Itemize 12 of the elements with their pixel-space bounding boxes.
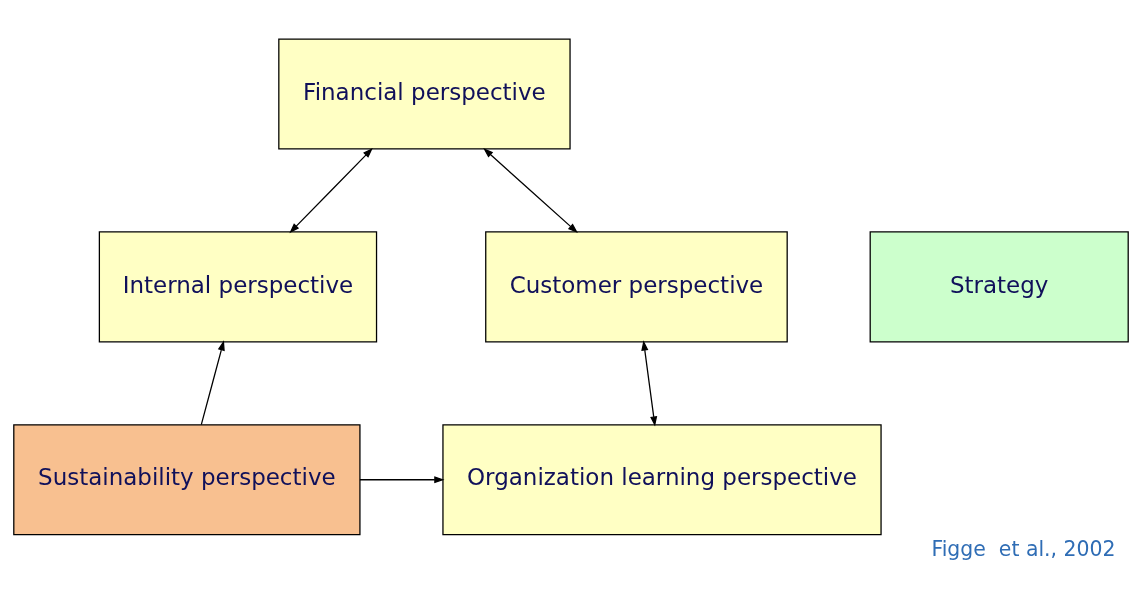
arrow: [483, 147, 578, 233]
arrow: [200, 339, 225, 425]
arrow: [359, 475, 445, 483]
node-box: Sustainability perspective: [13, 423, 361, 535]
arrow: [289, 147, 373, 233]
node-box: Strategy: [869, 230, 1129, 342]
node-box: Organization learning perspective: [442, 423, 882, 535]
node-box: Customer perspective: [485, 230, 788, 342]
caption: Figge et al., 2002: [931, 536, 1116, 561]
node-box: Internal perspective: [98, 230, 378, 342]
node-box: Financial perspective: [278, 37, 571, 150]
arrow: [641, 339, 658, 427]
